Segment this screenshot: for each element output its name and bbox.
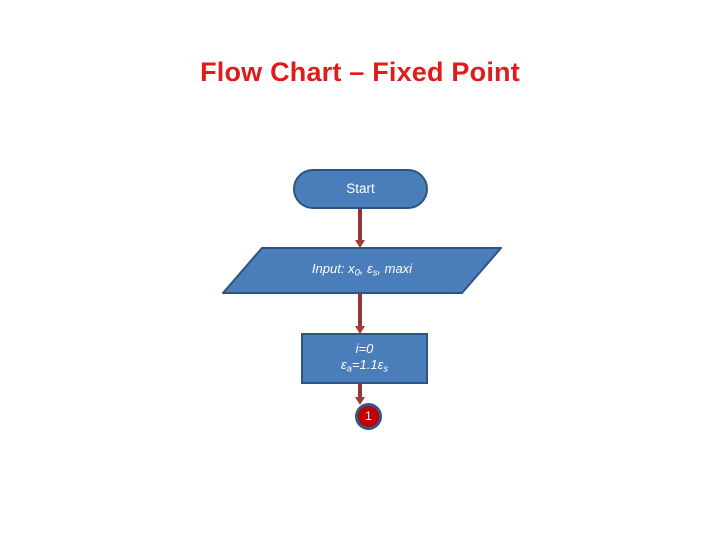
flow-node-connector-label: 1 [365, 409, 372, 423]
arrow-head-icon [355, 326, 365, 334]
arrow-start-to-input [355, 209, 365, 248]
process-equals: =1.1 [351, 357, 378, 373]
arrow-head-icon [355, 240, 365, 248]
arrow-process-to-connector [355, 384, 365, 405]
parallelogram-shape-icon [222, 247, 502, 294]
flow-node-process-label: i=0 εa=1.1εs [303, 335, 426, 382]
flow-node-connector[interactable]: 1 [355, 403, 382, 430]
page-title: Flow Chart – Fixed Point [200, 57, 520, 87]
flow-node-start-label: Start [346, 180, 375, 196]
process-rhs-base: ε [377, 357, 384, 373]
process-lhs-base: ε [341, 357, 347, 373]
arrow-line [358, 209, 362, 240]
process-rhs-sub: s [383, 364, 388, 375]
arrow-input-to-process [355, 293, 365, 334]
process-lhs-sub: a [346, 364, 352, 375]
arrow-line [358, 293, 362, 326]
flow-node-process[interactable]: i=0 εa=1.1εs [301, 333, 428, 384]
arrow-head-icon [355, 397, 365, 405]
flow-node-input[interactable]: Input: x0, εs, maxi [222, 247, 502, 294]
process-line-1: i=0 [355, 341, 374, 357]
arrow-line [358, 384, 362, 397]
flow-node-start[interactable]: Start [293, 169, 428, 209]
process-line-2: εa=1.1εs [341, 357, 388, 375]
